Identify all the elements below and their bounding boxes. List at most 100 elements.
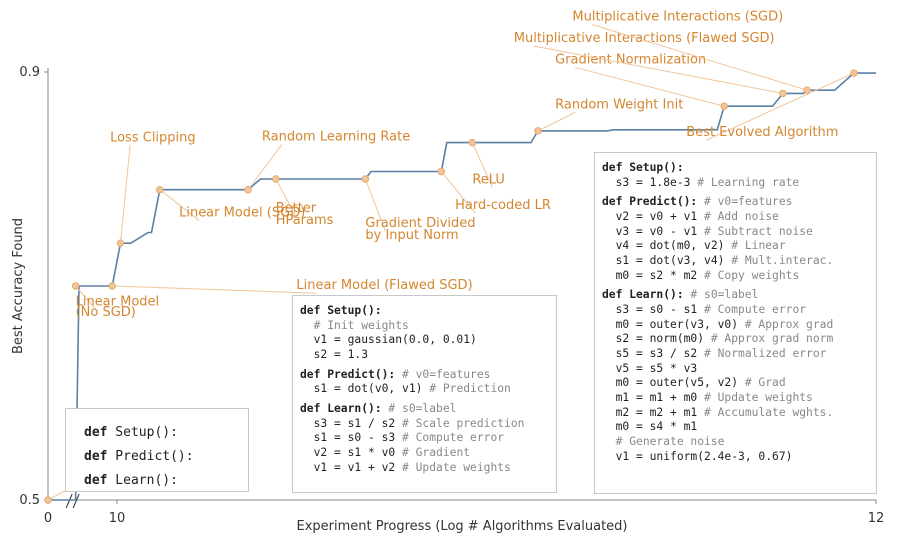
annotation-dot-6 (272, 175, 280, 183)
annotation-label-14: Best Evolved Algorithm (686, 125, 838, 140)
code-line: s3 = s0 - s1 # Compute error (602, 303, 876, 318)
annotation-dot-4 (108, 282, 116, 290)
annotation-label2-7: by Input Norm (365, 228, 458, 243)
code-comment: # v0=features (402, 367, 491, 381)
code-comment: # Mult.interac. (731, 254, 834, 268)
code-line: s3 = 1.8e-3 # Learning rate (602, 176, 876, 191)
code-line: v1 = v1 + v2 # Update weights (300, 461, 556, 476)
code-function-header: def Learn(): (300, 402, 389, 416)
code-text: v1 = uniform(2.4e-3, 0.67) (602, 449, 793, 463)
code-line: v1 = gaussian(0.0, 0.01) (300, 333, 556, 348)
code-text: s1 = dot(v0, v1) (300, 382, 430, 396)
code-line: m0 = s4 * m1 (602, 420, 876, 435)
annotation-label-7: Gradient Divided (365, 216, 475, 231)
y-axis-label: Best Accuracy Found (11, 218, 26, 354)
code-comment: # s0=label (690, 288, 759, 302)
code-line: v4 = dot(m0, v2) # Linear (602, 239, 876, 254)
code-header-line: def Learn(): # s0=label (300, 402, 556, 417)
code-line: s5 = s3 / s2 # Normalized error (602, 347, 876, 362)
code-header-line: def Learn(): # s0=label (602, 288, 876, 303)
annotation-leader-1 (75, 285, 96, 310)
code-line: def Predict(): (84, 445, 248, 469)
annotation-leader-13 (592, 24, 808, 91)
code-text: m0 = outer(v5, v2) (602, 376, 745, 390)
code-text: m1 = m1 + m0 (602, 391, 705, 405)
code-line: v5 = s5 * v3 (602, 362, 876, 377)
x-tick-label-0: 0 (44, 511, 52, 526)
code-text: v2 = s1 * v0 (300, 446, 403, 460)
code-line: m2 = m2 + m1 # Accumulate wghts. (602, 406, 876, 421)
code-function-header: def Predict(): (300, 367, 403, 381)
code-comment: # Gradient (402, 446, 471, 460)
code-comment: # Init weights (313, 318, 409, 332)
code-text (300, 319, 314, 332)
code-text: s1 = s0 - s3 (300, 431, 403, 445)
code-line: v1 = uniform(2.4e-3, 0.67) (602, 450, 876, 465)
code-text: v1 = v1 + v2 (300, 460, 403, 474)
annotation-label-11: Gradient Normalization (555, 52, 706, 67)
code-line: s1 = dot(v0, v1) # Prediction (300, 382, 556, 397)
annotation-dot-0 (44, 496, 52, 504)
code-box-best-evolved: def Setup(): s3 = 1.8e-3 # Learning rate… (594, 152, 877, 494)
x-tick-label-2: 12 (868, 511, 885, 526)
annotation-leader-4 (112, 285, 317, 294)
annotation-label-5: Random Learning Rate (262, 129, 410, 144)
code-comment: # Approx grad (744, 317, 834, 331)
code-text: s1 = dot(v3, v4) (602, 254, 732, 268)
annotation-leader-6 (275, 178, 297, 217)
code-text: m0 = s4 * m1 (602, 420, 698, 434)
code-comment: # Subtract noise (704, 224, 813, 238)
code-comment: # Copy weights (704, 268, 800, 282)
code-text: s3 = s0 - s1 (602, 303, 705, 317)
code-text: s2 = 1.3 (300, 348, 369, 362)
code-function-header: def Setup(): (300, 304, 382, 317)
code-line: m1 = m1 + m0 # Update weights (602, 391, 876, 406)
code-text: s2 = norm(m0) (602, 332, 711, 346)
code-line: v2 = s1 * v0 # Gradient (300, 446, 556, 461)
y-tick-label-0: 0.5 (19, 493, 40, 508)
code-comment: # s0=label (388, 402, 457, 416)
annotation-leader-14 (706, 72, 855, 141)
annotation-dot-2 (116, 239, 125, 247)
annotation-leader-9 (471, 142, 493, 188)
annotation-leader-5 (247, 144, 283, 190)
code-line: v3 = v0 - v1 # Subtract noise (602, 225, 876, 240)
x-axis-label: Experiment Progress (Log # Algorithms Ev… (297, 519, 628, 534)
code-text: Setup(): (107, 425, 178, 440)
code-comment: # Update weights (704, 391, 813, 405)
code-comment: # Linear (731, 239, 786, 253)
code-comment: # Compute error (704, 303, 807, 317)
annotation-dot-14 (850, 69, 858, 77)
annotation-dot-10 (534, 127, 542, 135)
annotation-dot-7 (361, 175, 370, 183)
code-box-empty-algorithm: def Setup():def Predict():def Learn(): (65, 408, 249, 492)
code-text: s3 = s1 / s2 (300, 416, 403, 430)
annotation-dot-1 (71, 282, 80, 290)
code-line: # Init weights (300, 319, 556, 334)
code-header-line: def Predict(): # v0=features (602, 195, 876, 210)
annotation-label-13: Multiplicative Interactions (SGD) (572, 10, 783, 25)
accuracy-step-line (48, 72, 876, 501)
annotation-label-2: Loss Clipping (110, 131, 196, 146)
annotation-leader-2 (119, 145, 131, 244)
annotation-dot-11 (720, 102, 728, 110)
code-comment: # Prediction (429, 382, 511, 396)
annotation-label-1: Linear Model (76, 294, 160, 309)
code-text: Learn(): (107, 473, 178, 489)
annotation-label2-6: HParams (276, 213, 334, 228)
code-comment: # Generate noise (615, 435, 725, 449)
annotation-dot-3 (156, 185, 164, 194)
x-tick-label-1: 10 (109, 511, 126, 526)
code-comment: # Update weights (402, 460, 511, 474)
code-line: s2 = 1.3 (300, 348, 556, 363)
annotation-leader-12 (533, 45, 783, 94)
code-comment: # Normalized error (704, 347, 827, 361)
axis-break-mark-1 (65, 493, 73, 509)
code-line: s2 = norm(m0) # Approx grad norm (602, 332, 876, 347)
code-text: v5 = s5 * v3 (602, 361, 698, 375)
code-header-line: def Setup(): (602, 161, 876, 176)
code-line: m0 = s2 * m2 # Copy weights (602, 269, 876, 284)
code-line: def Learn(): (84, 469, 248, 493)
annotation-dot-9 (468, 138, 477, 147)
code-line: v2 = v0 + v1 # Add noise (602, 210, 876, 225)
